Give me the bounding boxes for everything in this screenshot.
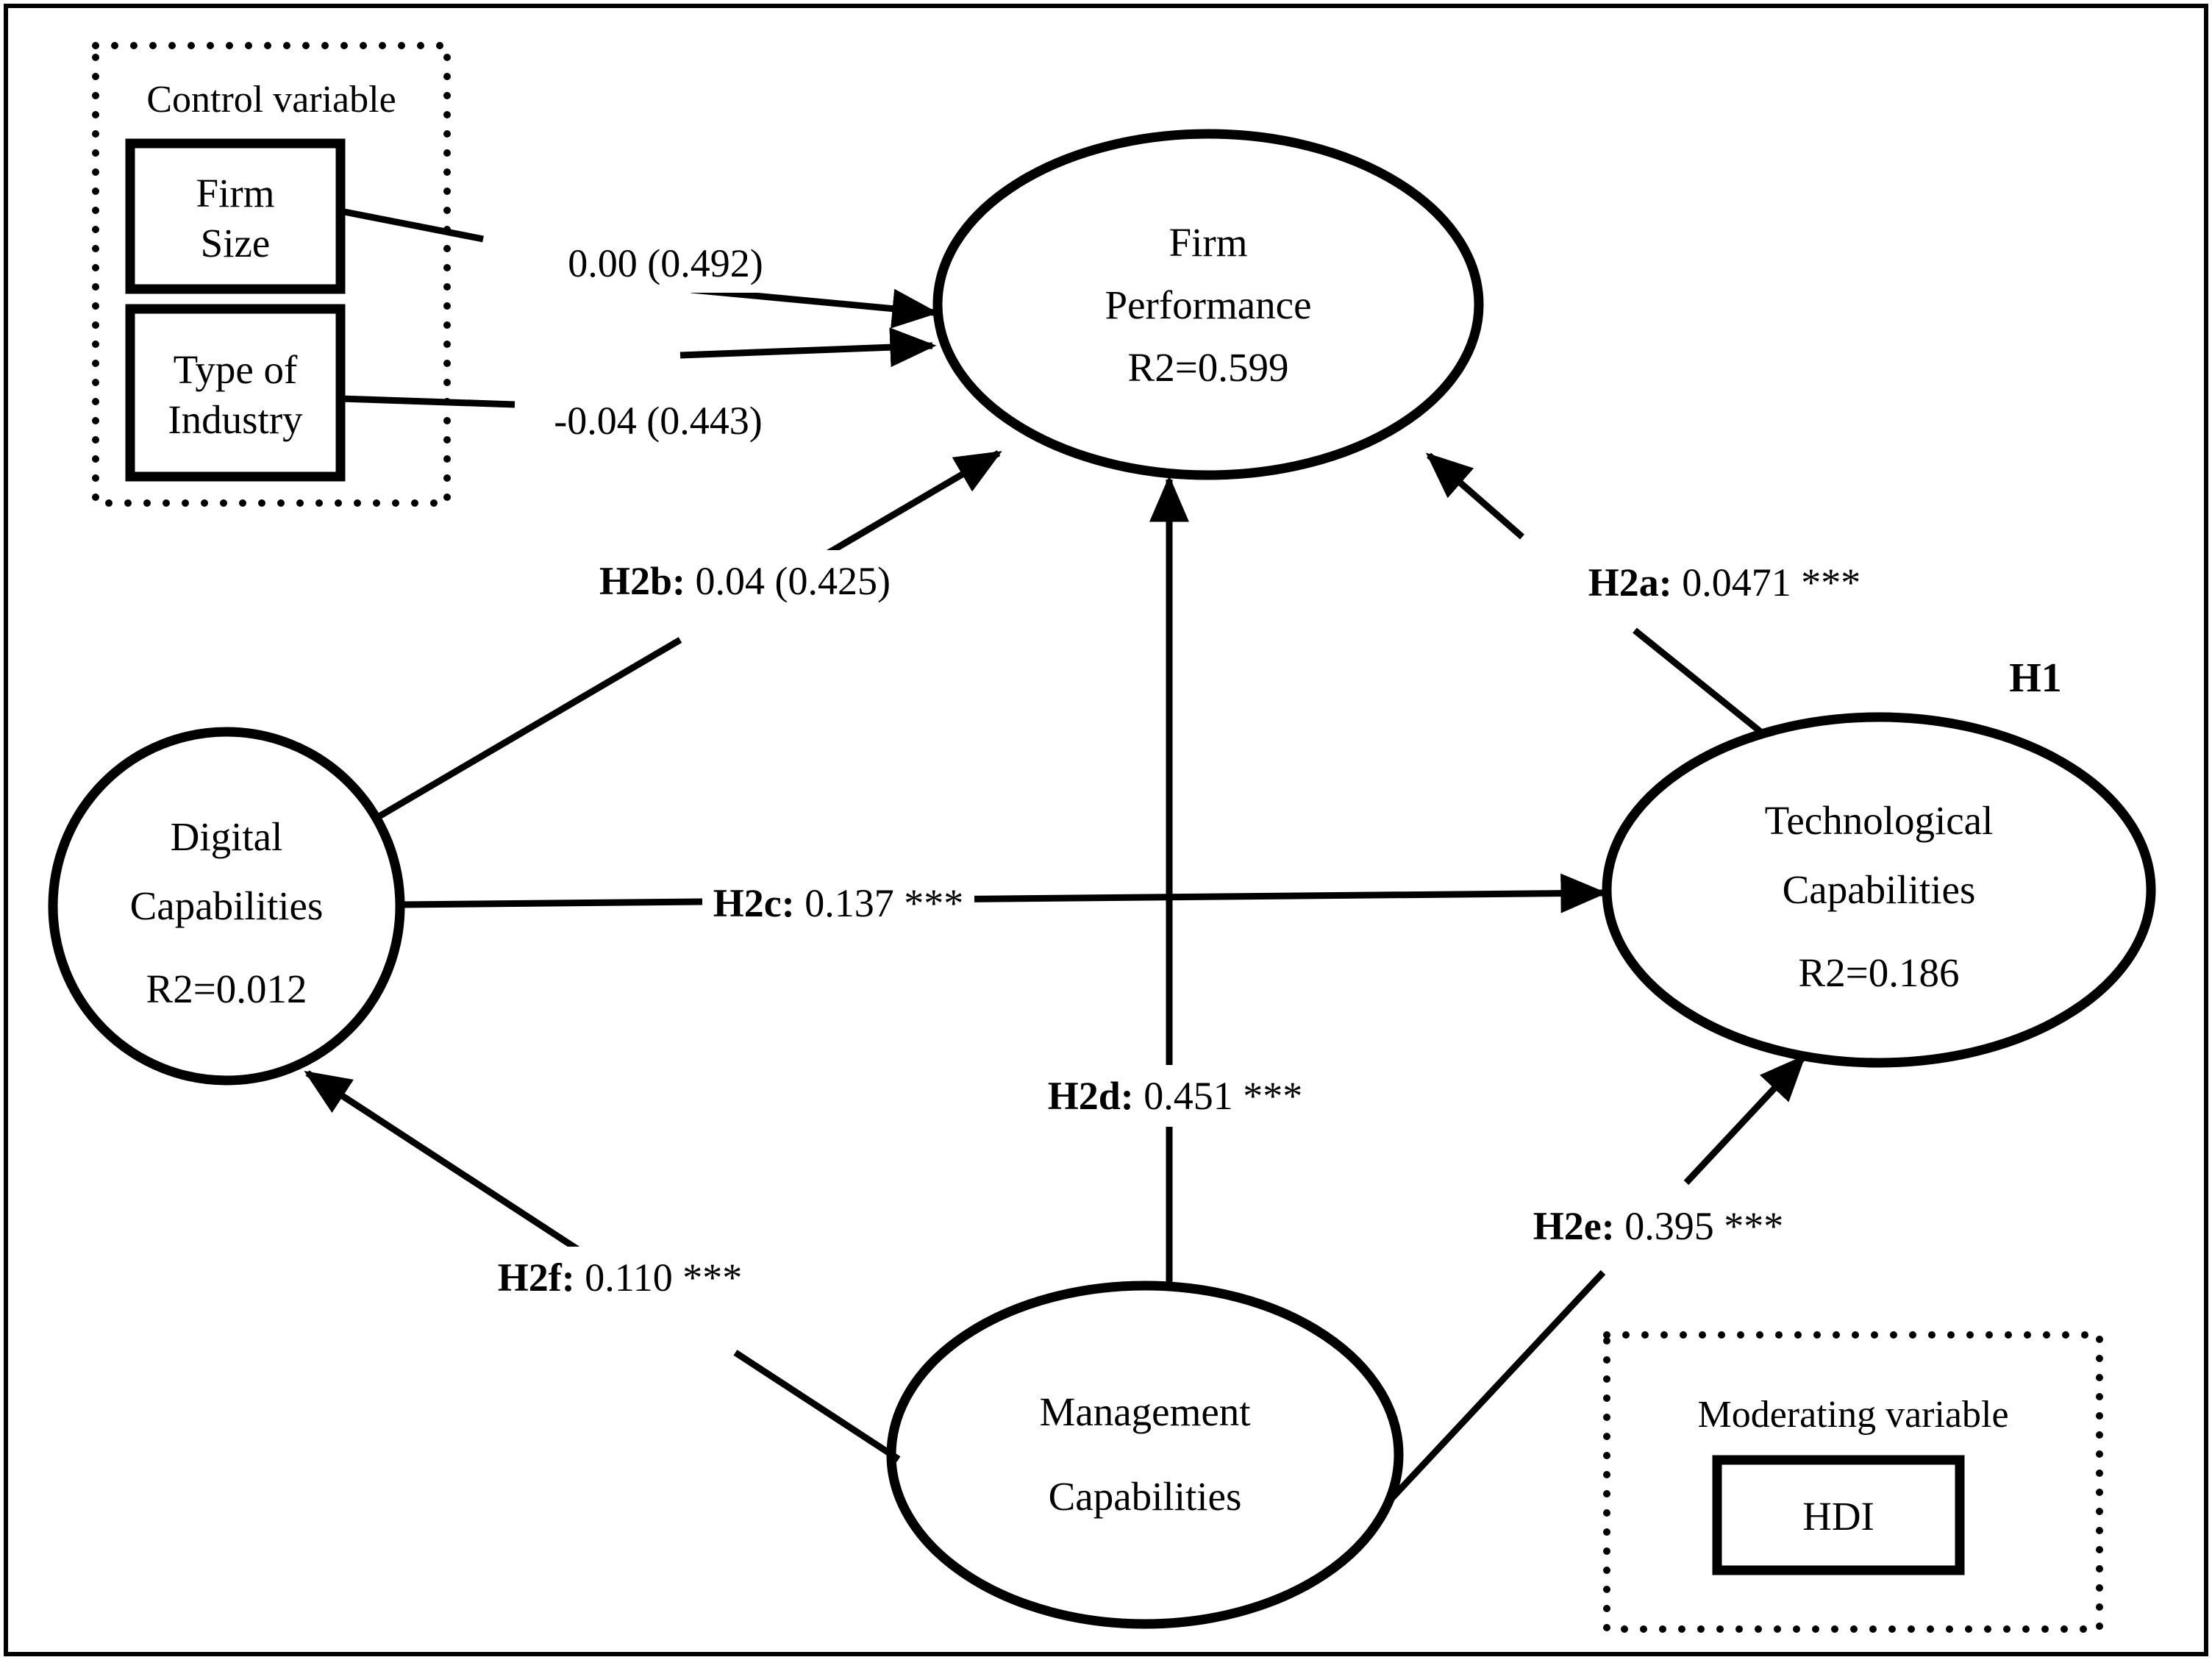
h2a-path-segment1 xyxy=(1633,627,1766,737)
hdi-label: HDI xyxy=(1802,1494,1874,1539)
h2a-label-bg xyxy=(1563,552,1886,613)
moderating-variable-title: Moderating variable xyxy=(1697,1394,2008,1436)
h2d-label-bg xyxy=(1039,1065,1311,1127)
firm-performance-r2: R2=0.599 xyxy=(1128,345,1289,390)
h2f-label: H2f: 0.110 *** xyxy=(498,1255,742,1300)
h2c-path-arrow xyxy=(401,873,1608,913)
management-capabilities-ellipse xyxy=(886,1280,1404,1629)
technological-capabilities-line2: Capabilities xyxy=(1783,867,1976,912)
firm-size-connector-line xyxy=(340,207,484,243)
digital-capabilities-line1: Digital xyxy=(171,814,283,859)
h2a-path-arrow xyxy=(1425,452,1524,540)
firm-performance-line1: Firm xyxy=(1169,220,1248,265)
technological-capabilities-r2: R2=0.186 xyxy=(1799,950,1960,995)
h2f-path-arrow xyxy=(304,1070,605,1269)
management-capabilities-line1: Management xyxy=(1039,1389,1250,1434)
digital-capabilities-r2: R2=0.012 xyxy=(146,966,307,1011)
hdi-box xyxy=(1712,1455,1965,1575)
type-of-industry-label-line2: Industry xyxy=(168,397,303,442)
firm-performance-ellipse xyxy=(932,129,1484,480)
moderating-variable-box xyxy=(1603,1331,2103,1633)
h2b-label: H2b: 0.04 (0.425) xyxy=(599,559,891,603)
h2b-path-segment1 xyxy=(374,637,682,821)
h2d-label: H2d: 0.451 *** xyxy=(1048,1074,1303,1118)
h2e-label-bg xyxy=(1519,1195,1798,1257)
type-of-industry-connector-line xyxy=(340,395,515,408)
firm-size-to-performance-arrow xyxy=(691,286,939,329)
firm-size-coefficient: 0.00 (0.492) xyxy=(568,241,763,285)
type-industry-coefficient: -0.04 (0.443) xyxy=(554,399,762,443)
h2f-label-bg xyxy=(480,1247,760,1308)
h1-label: H1 xyxy=(2009,655,2062,701)
digital-capabilities-ellipse xyxy=(48,727,405,1086)
type-of-industry-box xyxy=(125,304,346,482)
h2e-path-segment1 xyxy=(1387,1269,1606,1503)
type-of-industry-label-line1: Type of xyxy=(174,347,298,392)
h2c-label-bg xyxy=(702,872,974,934)
digital-capabilities-line2: Capabilities xyxy=(130,883,324,928)
type-industry-value-bg xyxy=(526,391,791,450)
firm-size-label-line2: Size xyxy=(201,221,271,266)
h2e-path-arrow xyxy=(1683,1055,1806,1186)
firm-size-label-line1: Firm xyxy=(196,171,275,215)
h2e-label: H2e: 0.395 *** xyxy=(1533,1204,1783,1248)
management-capabilities-line2: Capabilities xyxy=(1049,1474,1242,1519)
control-variable-title: Control variable xyxy=(146,79,396,121)
type-of-industry-to-performance-arrow xyxy=(679,327,937,368)
firm-size-value-bg xyxy=(533,234,798,293)
firm-performance-line2: Performance xyxy=(1105,282,1312,327)
control-variable-box xyxy=(92,42,451,507)
h2f-path-segment1 xyxy=(733,1350,901,1462)
h2c-label: H2c: 0.137 *** xyxy=(713,881,963,925)
h2a-label: H2a: 0.0471 *** xyxy=(1588,560,1861,605)
h2b-label-bg xyxy=(591,550,899,612)
technological-capabilities-line1: Technological xyxy=(1765,798,1994,843)
figure-border xyxy=(4,4,2208,1656)
firm-size-box xyxy=(125,138,346,294)
